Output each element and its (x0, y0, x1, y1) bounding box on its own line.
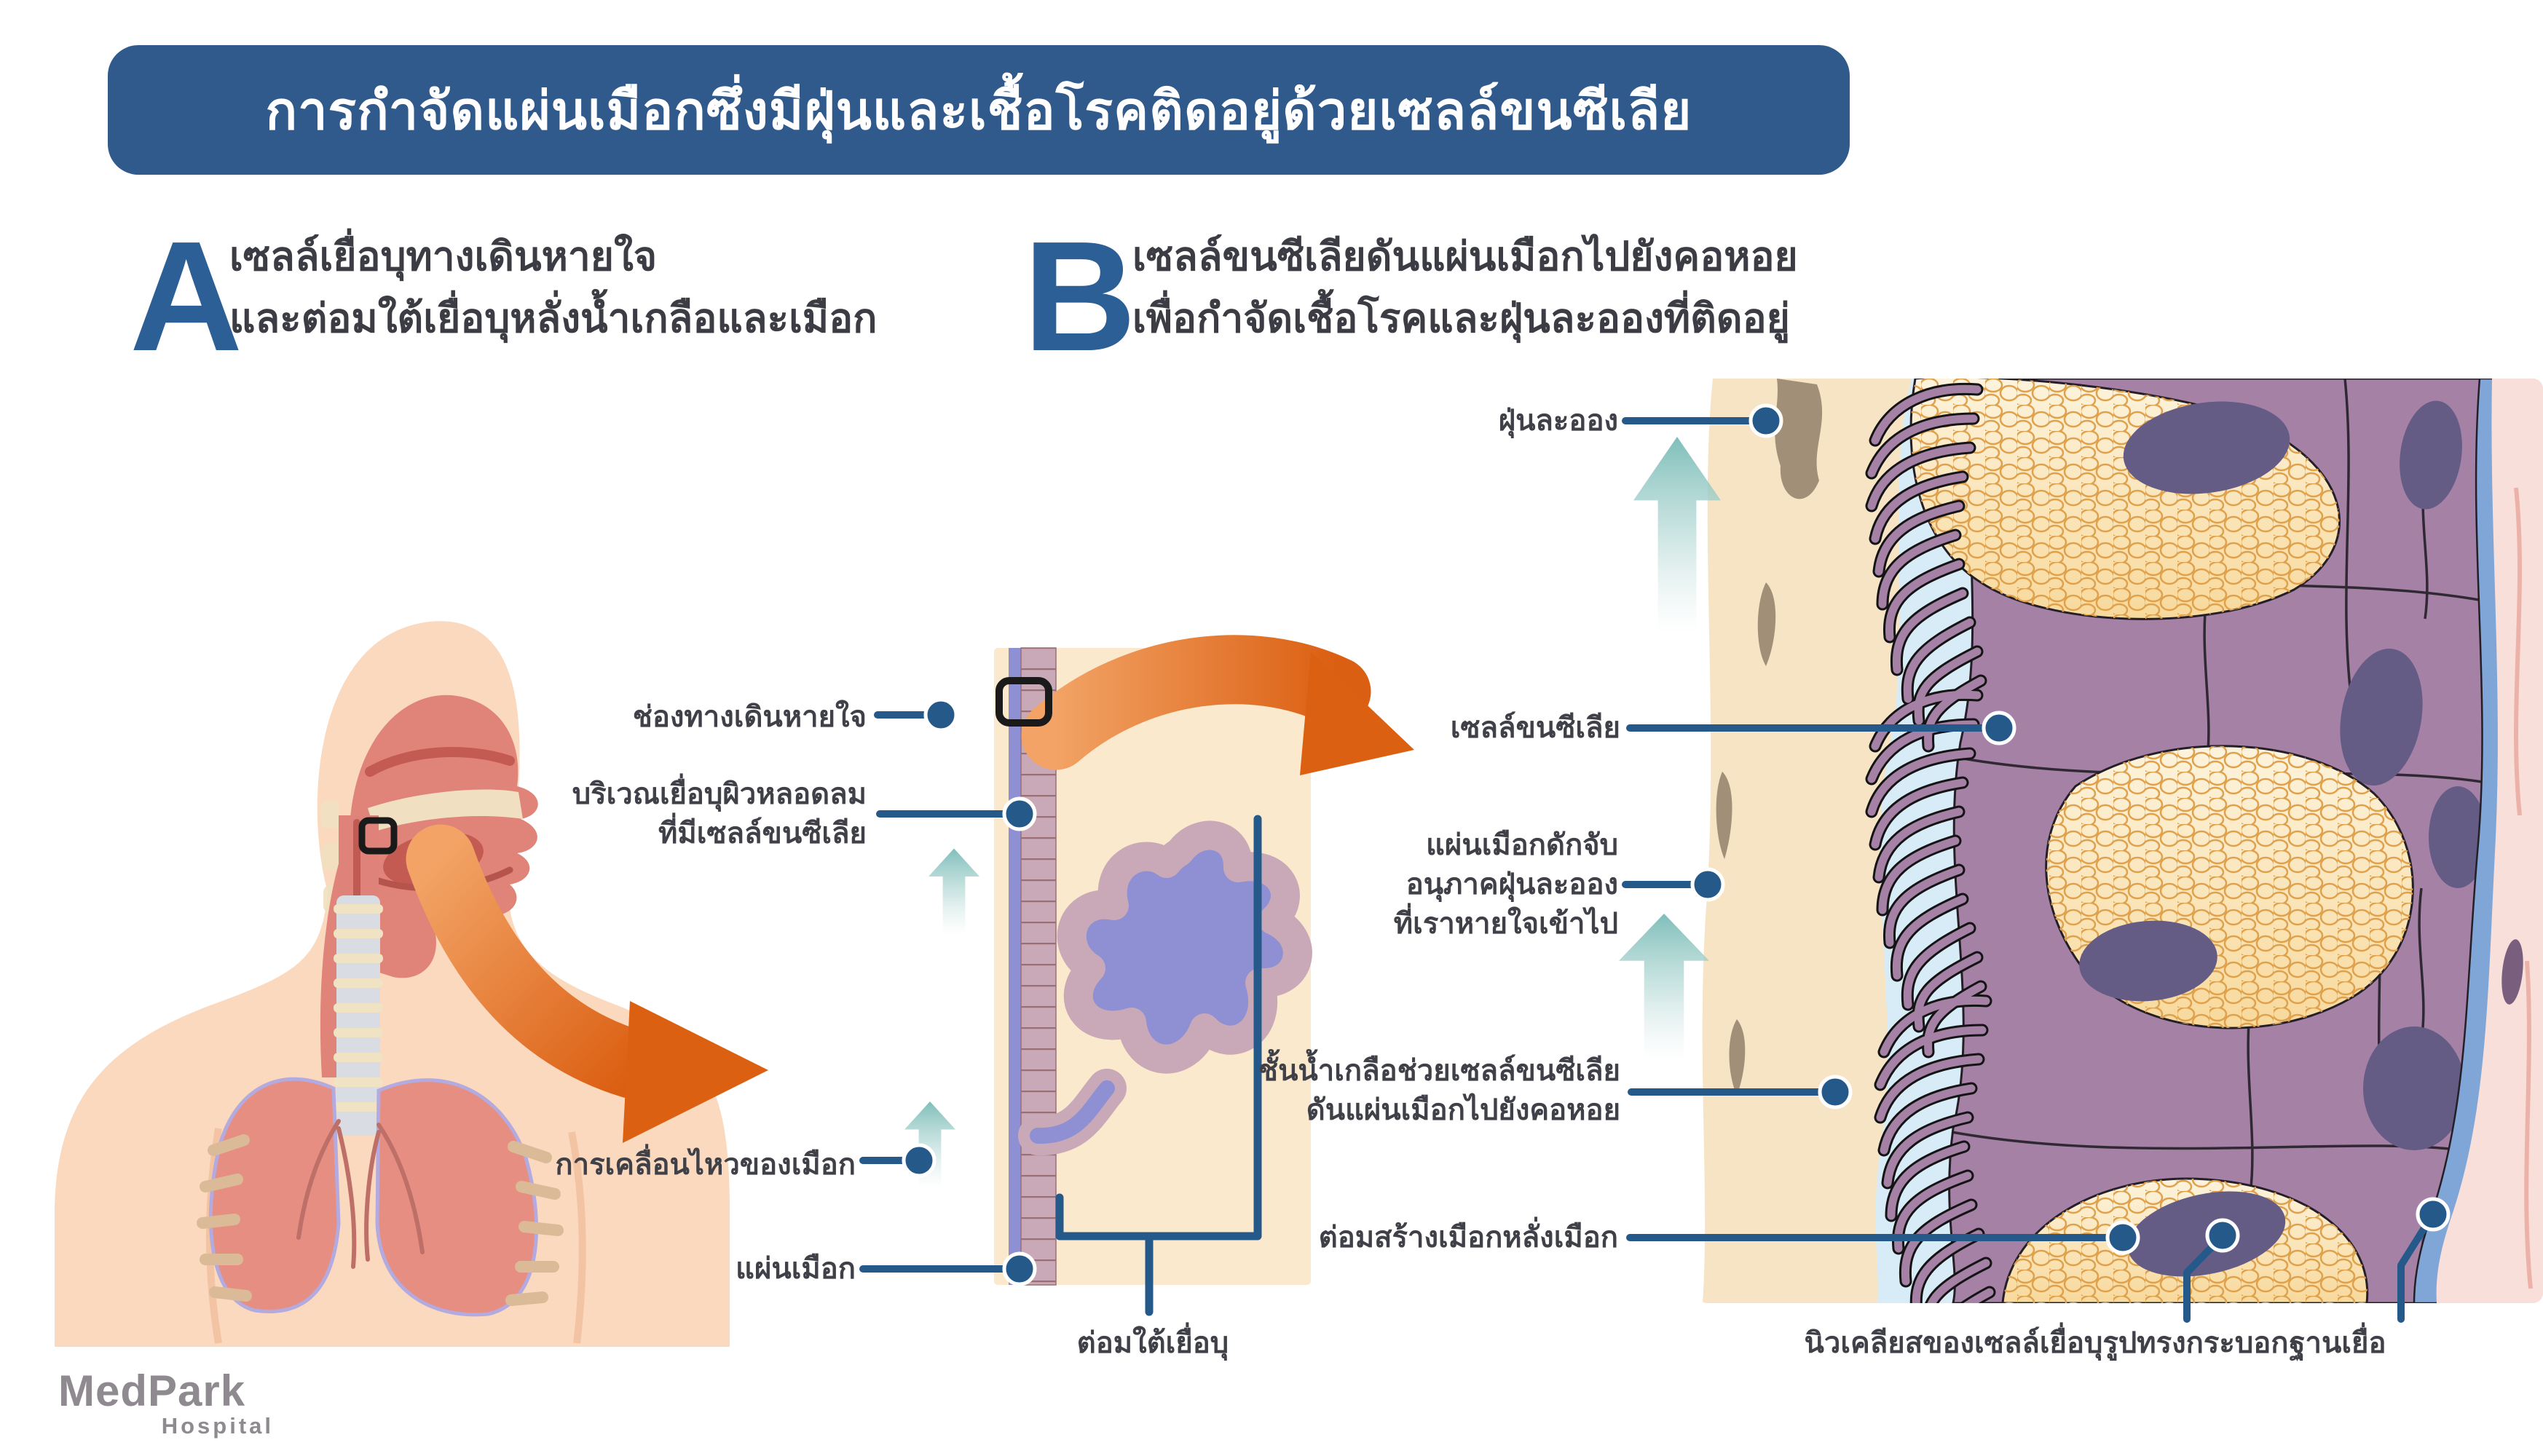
section-a-line2: และต่อมใต้เยื่อบุหลั่งน้ำเกลือและเมือก (229, 296, 878, 341)
label-epithelium-line1: บริเวณเยื่อบุผิวหลอดลม (572, 778, 867, 810)
label-saline-line1: ชั้นน้ำเกลือช่วยเซลล์ขนซีเลีย (1258, 1055, 1620, 1087)
page-title: การกำจัดแผ่นเมือกซึ่งมีฝุ่นและเชื้อโรคติ… (265, 82, 1692, 141)
mucus-flow-arrow-2 (904, 1101, 955, 1188)
label-mucus-trap-line1: แผ่นเมือกดักจับ (1426, 829, 1618, 861)
label-mucus-movement: การเคลื่อนไหวของเมือก (555, 1149, 856, 1181)
dust-particles (1716, 379, 1823, 1096)
submucosal-gland (1057, 820, 1312, 1074)
label-saline-layer: ชั้นน้ำเกลือช่วยเซลล์ขนซีเลีย ดันแผ่นเมื… (1258, 1051, 1620, 1130)
torso-respiratory-illustration (55, 621, 768, 1347)
zoom-arrow-middle (1021, 635, 1414, 775)
label-mucus-trap-line3: ที่เราหายใจเข้าไป (1393, 908, 1618, 940)
label-goblet-gland: ต่อมสร้างเมือกหลั่งเมือก (1318, 1222, 1618, 1254)
mucus-layer-strip (1009, 648, 1021, 1285)
section-b-line1: เซลล์ขนซีเลียดันแผ่นเมือกไปยังคอหอย (1132, 234, 1798, 279)
highlight-box-epithelium (995, 677, 1052, 727)
section-b-letter: B (1023, 208, 1137, 384)
label-columnar-nucleus: นิวเคลียสของเซลล์เยื่อบุรูปทรงกระบอก (1804, 1327, 2289, 1359)
medpark-logo: MedPark Hospital (58, 1366, 277, 1439)
connective-tissue (2436, 379, 2543, 1303)
trachea (334, 895, 383, 1136)
title-banner: การกำจัดแผ่นเมือกซึ่งมีฝุ่นและเชื้อโรคติ… (108, 45, 1850, 175)
label-mucus-sheet: แผ่นเมือก (736, 1253, 856, 1285)
label-cilia-cell: เซลล์ขนซีเลีย (1450, 712, 1620, 744)
logo-name: MedPark (58, 1366, 246, 1415)
section-a-text: เซลล์เยื่อบุทางเดินหายใจ และต่อมใต้เยื่อ… (229, 226, 877, 350)
zoom-arrow-left (406, 824, 768, 1143)
lungs (197, 1077, 564, 1317)
label-mucus-trap-line2: อนุภาคฝุ่นละออง (1405, 869, 1618, 901)
label-epithelium: บริเวณเยื่อบุผิวหลอดลม ที่มีเซลล์ขนซีเลี… (572, 775, 867, 853)
section-b-line2: เพื่อกำจัดเชื้อโรคและฝุ่นละอองที่ติดอยู่ (1132, 296, 1790, 341)
label-mucus-trap: แผ่นเมือกดักจับ อนุภาคฝุ่นละออง ที่เราหา… (1394, 826, 1618, 943)
label-submucosal-gland: ต่อมใต้เยื่อบุ (1076, 1327, 1229, 1359)
mucus-flow-arrow-3 (1633, 437, 1721, 633)
ciliated-epithelium-panel (1702, 379, 2543, 1303)
section-b-text: เซลล์ขนซีเลียดันแผ่นเมือกไปยังคอหอย เพื่… (1132, 226, 1798, 350)
section-a-letter: A (130, 208, 243, 384)
label-dust: ฝุ่นละออง (1498, 405, 1618, 437)
ribs (197, 1134, 564, 1306)
mucus-flow-arrow-4 (1619, 914, 1709, 1059)
label-epithelium-line2: ที่มีเซลล์ขนซีเลีย (658, 818, 867, 850)
label-saline-line2: ดันแผ่นเมือกไปยังคอหอย (1306, 1094, 1620, 1126)
logo-subtitle: Hospital (161, 1413, 274, 1439)
section-a-line1: เซลล์เยื่อบุทางเดินหายใจ (229, 234, 658, 279)
highlight-box-larynx (358, 817, 398, 855)
mucus-flow-arrow-1 (929, 848, 979, 935)
label-airway: ช่องทางเดินหายใจ (632, 701, 867, 733)
label-basement-membrane: ฐานเยื่อ (2289, 1327, 2386, 1359)
